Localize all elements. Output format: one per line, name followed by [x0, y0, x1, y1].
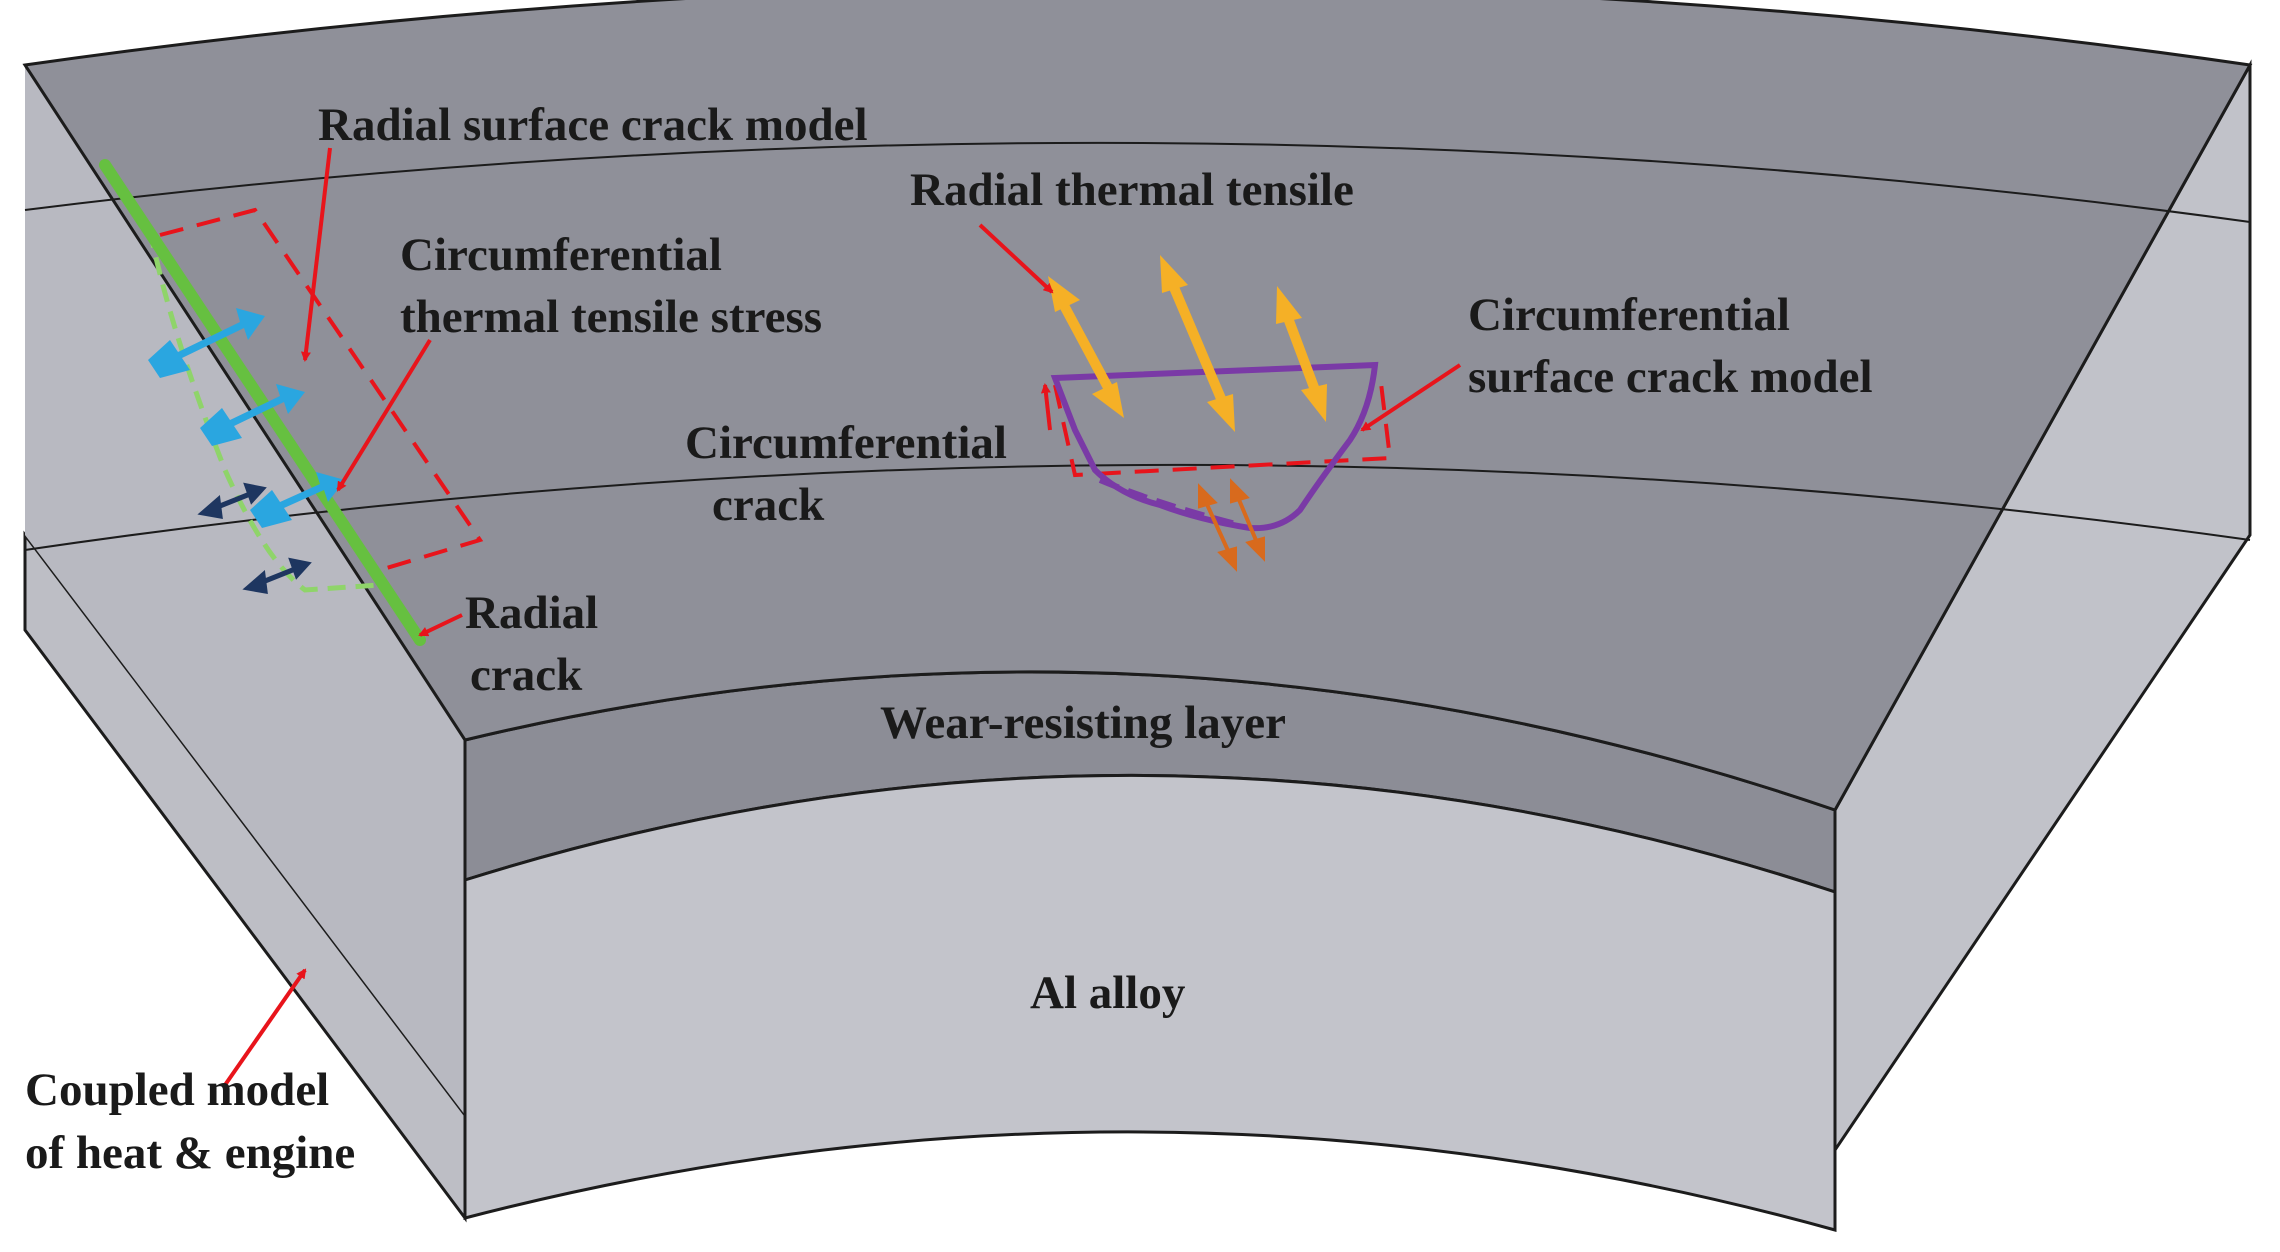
- radial-crack-front: [147, 229, 381, 593]
- back-layer-line: [24, 141, 2251, 223]
- arrow-radial-thermal: [978, 223, 1054, 294]
- top-surface: [22, 0, 2253, 812]
- stress-arrow-1: [148, 308, 265, 378]
- orange-arrow-3: [1276, 286, 1327, 422]
- stress-arrow-3: [250, 472, 345, 528]
- label-al-alloy: Al alloy: [1030, 967, 1186, 1019]
- label-circ-thermal-stress-line1: Circumferential: [400, 229, 722, 281]
- arrow-circ-stress: [336, 338, 432, 492]
- arrow-coupled-model: [223, 968, 307, 1087]
- radial-crack-model-box: [159, 207, 484, 572]
- arrow-radial-surface-model: [300, 147, 332, 362]
- label-radial-surface-crack-model: Radial surface crack model: [318, 99, 868, 151]
- label-coupled-model-line1: Coupled model: [25, 1064, 329, 1116]
- label-coupled-model-line2: of heat & engine: [25, 1127, 355, 1179]
- label-circ-crack-line1: Circumferential: [685, 417, 1007, 469]
- circ-crack-shape: [1050, 361, 1379, 532]
- label-wear-resisting-layer: Wear-resisting layer: [880, 697, 1286, 749]
- label-radial-crack-line2: crack: [470, 649, 583, 701]
- circ-crack-model-box: [1053, 374, 1393, 478]
- label-circ-thermal-stress-line2: thermal tensile stress: [400, 291, 822, 343]
- orange-arrow-1: [1048, 276, 1124, 418]
- arrow-circ-surface-model: [1360, 363, 1462, 432]
- radial-crack-line: [99, 159, 426, 646]
- radial-thermal-arrows: [1048, 255, 1327, 432]
- label-circ-surface-model-line2: surface crack model: [1468, 351, 1873, 403]
- arrow-circ-crack: [1040, 383, 1052, 431]
- circ-crack-shape-dash: [1098, 477, 1241, 528]
- circumferential-stress-arrows: [148, 308, 345, 528]
- orange-arrow-2: [1160, 255, 1235, 432]
- navy-stress-arrows: [197, 482, 312, 595]
- label-circ-crack-line2: crack: [712, 479, 825, 531]
- label-circ-surface-model-line1: Circumferential: [1468, 289, 1790, 341]
- arrow-radial-crack: [418, 613, 463, 637]
- stress-arrow-2: [200, 384, 305, 446]
- small-crack-arrows: [1198, 478, 1265, 572]
- annotation-arrows: [223, 147, 1462, 1087]
- mid-layer-line: [24, 463, 2251, 551]
- label-radial-crack-line1: Radial: [465, 587, 598, 639]
- al-alloy-front-face: [463, 773, 1837, 1232]
- label-radial-thermal-tensile: Radial thermal tensile: [910, 164, 1354, 216]
